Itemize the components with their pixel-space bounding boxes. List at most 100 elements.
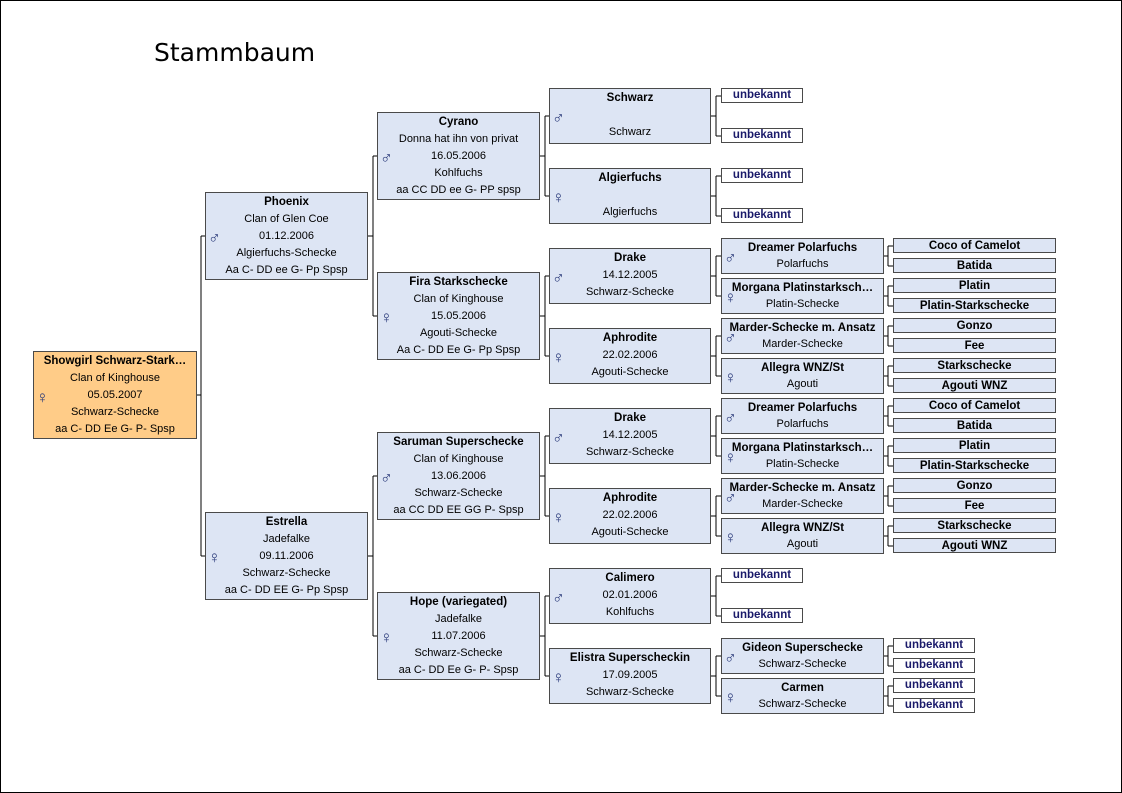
female-symbol-icon: ♀ — [36, 388, 49, 407]
female-symbol-icon: ♀ — [724, 688, 737, 707]
animal-name: Marder-Schecke m. Ansatz — [729, 482, 876, 494]
ancestor-gen5[interactable]: Coco of Camelot — [893, 238, 1056, 253]
animal-detail: Platin-Schecke — [765, 458, 840, 470]
animal-detail — [550, 187, 710, 204]
male-symbol-icon: ♂ — [724, 648, 737, 667]
animal-detail: Schwarz-Schecke — [585, 286, 675, 298]
animal-detail: Schwarz-Schecke — [758, 658, 847, 670]
unknown-ancestor[interactable]: unbekannt — [721, 88, 803, 103]
animal-detail: Schwarz-Schecke — [585, 446, 675, 458]
ancestor-gen5[interactable]: Platin — [893, 278, 1056, 293]
ancestor-gen5[interactable]: Batida — [893, 258, 1056, 273]
animal-card-gen4[interactable]: ♀Morgana Platinstarksch…Platin-Schecke — [721, 438, 884, 474]
animal-detail: Polarfuchs — [776, 258, 829, 270]
ancestor-gen5[interactable]: Agouti WNZ — [893, 378, 1056, 393]
unknown-ancestor[interactable]: unbekannt — [893, 638, 975, 653]
unknown-ancestor[interactable]: unbekannt — [893, 658, 975, 673]
animal-name: Marder-Schecke m. Ansatz — [729, 322, 876, 334]
animal-name: Morgana Platinstarksch… — [731, 442, 874, 454]
animal-name: Calimero — [605, 572, 655, 584]
ancestor-gen5[interactable]: Starkschecke — [893, 518, 1056, 533]
ancestor-gen5[interactable]: Coco of Camelot — [893, 398, 1056, 413]
animal-detail: Kohlfuchs — [434, 167, 483, 179]
male-symbol-icon: ♂ — [724, 248, 737, 267]
animal-detail: Schwarz-Schecke — [70, 406, 160, 418]
ancestor-gen5[interactable]: Fee — [893, 338, 1056, 353]
animal-detail: Schwarz-Schecke — [414, 647, 503, 659]
animal-name: Saruman Superschecke — [393, 436, 524, 448]
animal-card-main[interactable]: ♀Showgirl Schwarz-Stark…Clan of Kinghous… — [33, 351, 197, 439]
female-symbol-icon: ♀ — [380, 308, 393, 327]
animal-name: Estrella — [265, 516, 308, 528]
unknown-ancestor[interactable]: unbekannt — [893, 678, 975, 693]
ancestor-gen5[interactable]: Platin — [893, 438, 1056, 453]
animal-name: Fira Starkschecke — [409, 276, 508, 288]
animal-card-gen4[interactable]: ♀Morgana Platinstarksch…Platin-Schecke — [721, 278, 884, 314]
animal-detail: 01.12.2006 — [258, 230, 315, 242]
unknown-ancestor[interactable]: unbekannt — [721, 568, 803, 583]
ancestor-gen5[interactable]: Gonzo — [893, 478, 1056, 493]
ancestor-gen5[interactable]: Platin-Starkschecke — [893, 458, 1056, 473]
animal-detail: Jadefalke — [434, 613, 483, 625]
animal-name: Gideon Superschecke — [742, 642, 863, 654]
ancestor-gen5[interactable]: Gonzo — [893, 318, 1056, 333]
ancestor-gen5[interactable]: Fee — [893, 498, 1056, 513]
ancestor-gen5[interactable]: Agouti WNZ — [893, 538, 1056, 553]
male-symbol-icon: ♂ — [552, 428, 565, 447]
animal-name: Phoenix — [264, 196, 309, 208]
animal-detail: Clan of Kinghouse — [70, 372, 160, 384]
unknown-ancestor[interactable]: unbekannt — [721, 208, 803, 223]
female-symbol-icon: ♀ — [724, 288, 737, 307]
animal-detail: Clan of Kinghouse — [413, 453, 504, 465]
animal-name: Allegra WNZ/St — [760, 522, 845, 534]
animal-detail: Schwarz-Schecke — [414, 487, 503, 499]
ancestor-gen5[interactable]: Starkschecke — [893, 358, 1056, 373]
animal-card-great-grandparent[interactable]: ♂Schwarz Schwarz — [549, 88, 711, 144]
animal-detail: 14.12.2005 — [602, 269, 658, 281]
male-symbol-icon: ♂ — [380, 468, 393, 487]
female-symbol-icon: ♀ — [552, 508, 565, 527]
page-title: Stammbaum — [154, 38, 316, 67]
ancestor-gen5[interactable]: Platin-Starkschecke — [893, 298, 1056, 313]
animal-detail: Agouti-Schecke — [419, 327, 498, 339]
unknown-ancestor[interactable]: unbekannt — [721, 128, 803, 143]
animal-name: Schwarz — [606, 92, 654, 104]
unknown-ancestor[interactable]: unbekannt — [721, 608, 803, 623]
ancestor-gen5[interactable]: Batida — [893, 418, 1056, 433]
female-symbol-icon: ♀ — [552, 348, 565, 367]
unknown-ancestor[interactable]: unbekannt — [721, 168, 803, 183]
unknown-ancestor[interactable]: unbekannt — [893, 698, 975, 713]
animal-detail: Agouti — [786, 378, 819, 390]
animal-detail: Marder-Schecke — [762, 338, 843, 350]
animal-detail: Aa C- DD ee G- Pp Spsp — [225, 264, 348, 276]
animal-detail: 13.06.2006 — [430, 470, 487, 482]
animal-name: Allegra WNZ/St — [760, 362, 845, 374]
animal-detail: 17.09.2005 — [602, 669, 658, 681]
animal-detail: 02.01.2006 — [602, 589, 658, 601]
animal-detail: Schwarz-Schecke — [585, 686, 675, 698]
animal-name: Dreamer Polarfuchs — [747, 242, 858, 254]
animal-detail: aa C- DD Ee G- P- Spsp — [55, 423, 175, 435]
animal-card-great-grandparent[interactable]: ♀Algierfuchs Algierfuchs — [549, 168, 711, 224]
